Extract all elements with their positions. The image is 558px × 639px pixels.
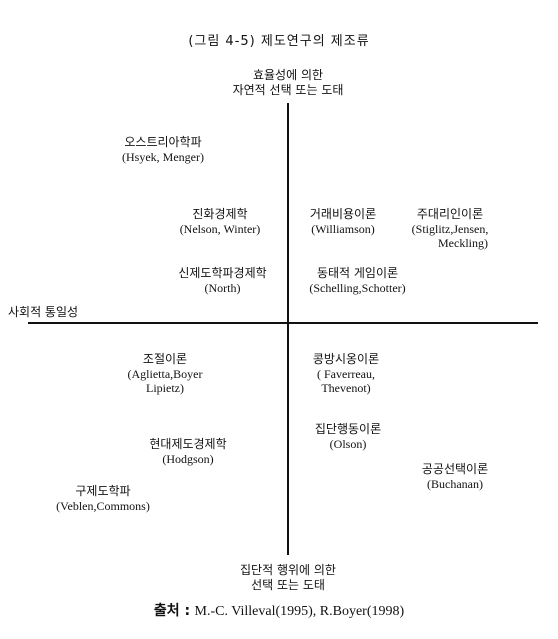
school-austrian-ko: 오스트리아학파: [124, 135, 202, 149]
school-transaction-cost-ko: 거래비용이론: [309, 207, 377, 221]
school-principal-agent-ko: 주대리인이론: [416, 207, 484, 221]
school-regulation-en: (Aglietta,Boyer: [127, 367, 203, 381]
axis-left-text: 사회적 통일성: [8, 305, 79, 319]
horizontal-axis: [28, 322, 538, 324]
school-public-choice: 공공선택이론 (Buchanan): [410, 462, 500, 491]
school-principal-agent-en: (Stiglitz,Jensen,: [411, 222, 489, 236]
school-regulation-ko: 조절이론: [142, 352, 188, 366]
school-conventions: 콩방시옹이론 ( Faverreau, Thevenot): [298, 352, 394, 395]
school-dynamic-game-en: (Schelling,Schotter): [309, 281, 406, 295]
source-note: 출처 : M.-C. Villeval(1995), R.Boyer(1998): [0, 600, 558, 620]
school-austrian: 오스트리아학파 (Hsyek, Menger): [98, 135, 228, 164]
school-neo-institutional: 신제도학파경제학 (North): [160, 266, 285, 295]
school-old-institutional-en: (Veblen,Commons): [56, 499, 150, 513]
axis-top-line2: 자연적 선택 또는 도태: [232, 83, 344, 97]
school-modern-institutional: 현대제도경제학 (Hodgson): [138, 437, 238, 466]
school-principal-agent: 주대리인이론 (Stiglitz,Jensen, Meckling): [395, 207, 505, 250]
school-transaction-cost-en: (Williamson): [311, 222, 375, 236]
school-evolutionary-en: (Nelson, Winter): [179, 222, 261, 236]
axis-top-line1: 효율성에 의한: [252, 68, 324, 82]
school-neo-institutional-en: (North): [204, 281, 241, 295]
axis-bottom-line2: 선택 또는 도태: [251, 578, 325, 592]
school-austrian-en: (Hsyek, Menger): [122, 150, 204, 164]
school-modern-institutional-en: (Hodgson): [162, 452, 214, 466]
school-evolutionary-ko: 진화경제학: [192, 207, 248, 221]
vertical-axis: [287, 103, 289, 555]
school-regulation-en2: Lipietz): [146, 381, 184, 395]
school-public-choice-ko: 공공선택이론: [421, 462, 489, 476]
school-old-institutional-ko: 구제도학파: [75, 484, 131, 498]
figure-title: (그림 4-5) 제도연구의 제조류: [188, 34, 370, 49]
school-evolutionary: 진화경제학 (Nelson, Winter): [160, 207, 280, 236]
school-dynamic-game: 동태적 게임이론 (Schelling,Schotter): [300, 266, 415, 295]
school-regulation: 조절이론 (Aglietta,Boyer Lipietz): [120, 352, 210, 395]
school-principal-agent-en2: Meckling): [438, 236, 488, 250]
source-label: 출처 :: [153, 603, 191, 619]
axis-bottom-line1: 집단적 행위에 의한: [240, 563, 336, 577]
source-citation: M.-C. Villeval(1995), R.Boyer(1998): [194, 604, 405, 619]
axis-label-top: 효율성에 의한 자연적 선택 또는 도태: [208, 68, 368, 98]
school-conventions-en2: Thevenot): [321, 381, 371, 395]
school-old-institutional: 구제도학파 (Veblen,Commons): [48, 484, 158, 513]
school-dynamic-game-ko: 동태적 게임이론: [316, 266, 399, 280]
school-public-choice-en: (Buchanan): [427, 477, 483, 491]
school-transaction-cost: 거래비용이론 (Williamson): [298, 207, 388, 236]
school-neo-institutional-ko: 신제도학파경제학: [178, 266, 267, 280]
school-collective-action: 집단행동이론 (Olson): [303, 422, 393, 451]
school-collective-action-en: (Olson): [329, 437, 367, 451]
school-collective-action-ko: 집단행동이론: [314, 422, 382, 436]
school-modern-institutional-ko: 현대제도경제학: [149, 437, 227, 451]
axis-label-left: 사회적 통일성: [8, 305, 78, 320]
school-conventions-ko: 콩방시옹이론: [312, 352, 380, 366]
axis-label-bottom: 집단적 행위에 의한 선택 또는 도태: [203, 563, 373, 593]
school-conventions-en: ( Faverreau,: [317, 367, 375, 381]
